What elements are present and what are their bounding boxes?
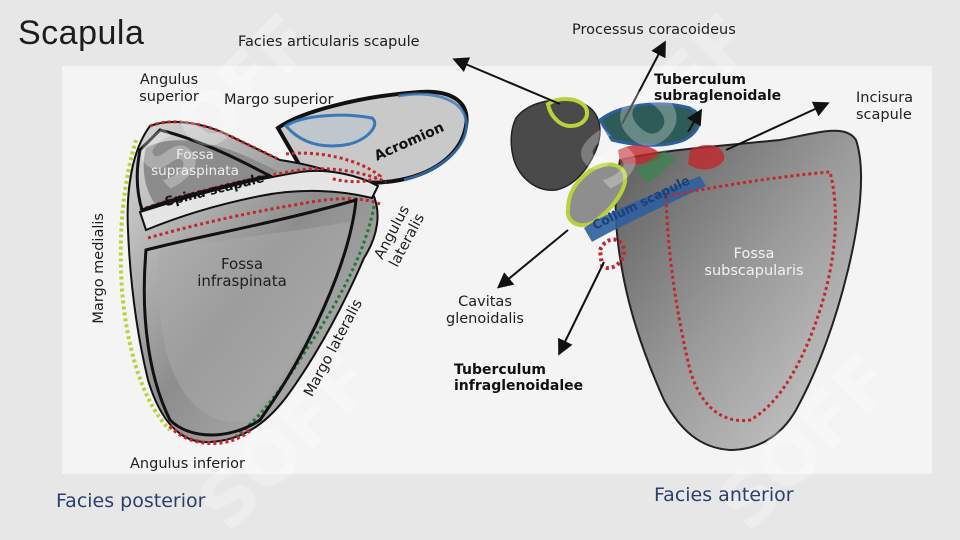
label-fossa-infraspinata-line1: Fossa (220, 255, 264, 273)
label-incisura-scapule-line1: Incisura (856, 90, 914, 106)
label-cavitas-glenoidalis-line1: Cavitas (458, 294, 512, 310)
label-fossa-subscapularis-line2: subscapularis (704, 262, 804, 279)
pointer-arrows (452, 40, 830, 356)
label-tuberculum-infraglenoidalee: Tuberculum infraglenoidalee (454, 362, 583, 394)
label-tuberculum-infraglenoidalee-line1: Tuberculum (454, 362, 547, 378)
label-fossa-supraspinata-line2: supraspinata (151, 162, 239, 179)
anterior-bone (510, 97, 863, 452)
label-tuberculum-subraglenoidale-line1: Tuberculum (654, 72, 747, 88)
label-fossa-subscapularis-line1: Fossa (733, 246, 775, 262)
label-fossa-supraspinata: Fossa supraspinata (140, 147, 250, 179)
label-fossa-infraspinata-line2: infraspinata (197, 272, 287, 291)
label-margo-superior: Margo superior (224, 92, 334, 108)
caption-facies-posterior: Facies posterior (56, 490, 206, 512)
label-tuberculum-subraglenoidale: Tuberculum subraglenoidale (654, 72, 781, 104)
label-angulus-superior-line1: Angulus (139, 72, 199, 88)
label-margo-medialis: Margo medialis (90, 213, 107, 324)
label-tuberculum-subraglenoidale-line2: subraglenoidale (654, 88, 782, 105)
label-angulus-superior-line2: superior (139, 88, 199, 105)
posterior-bone (118, 89, 469, 445)
label-angulus-superior: Angulus superior (124, 72, 214, 105)
label-angulus-inferior: Angulus inferior (130, 456, 245, 472)
label-incisura-scapule-line2: scapule (856, 106, 912, 123)
label-fossa-subscapularis: Fossa subscapularis (694, 246, 814, 279)
label-fossa-supraspinata-line1: Fossa (176, 147, 214, 163)
label-cavitas-glenoidalis: Cavitas glenoidalis (430, 294, 540, 327)
label-facies-articularis: Facies articularis scapule (238, 34, 420, 50)
label-processus-coracoideus: Processus coracoideus (572, 22, 736, 38)
slide-title: Scapula (18, 14, 145, 52)
label-cavitas-glenoidalis-line2: glenoidalis (446, 310, 524, 327)
label-tuberculum-infraglenoidalee-line2: infraglenoidalee (454, 378, 584, 395)
caption-facies-anterior: Facies anterior (654, 484, 794, 506)
label-incisura-scapule: Incisura scapule (856, 90, 913, 123)
label-fossa-infraspinata: Fossa infraspinata (182, 255, 302, 291)
